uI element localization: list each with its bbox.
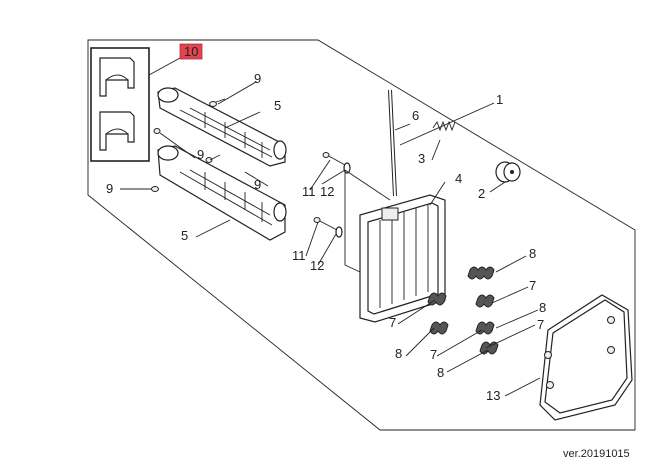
part-9-screw-d <box>120 186 159 192</box>
callout-8-b: 8 <box>539 300 546 315</box>
part-10-highlight <box>179 43 203 60</box>
callout-10: 10 <box>184 44 198 59</box>
callout-4: 4 <box>455 171 462 186</box>
callout-9-d: 9 <box>106 181 113 196</box>
part-3-spring <box>432 120 456 132</box>
callout-7-a: 7 <box>529 278 536 293</box>
callout-8-c: 8 <box>395 346 402 361</box>
callout-13: 13 <box>486 388 500 403</box>
part-8-spring-a <box>467 266 495 280</box>
callout-3: 3 <box>418 151 425 166</box>
callout-9-b: 9 <box>197 147 204 162</box>
callout-6: 6 <box>412 108 419 123</box>
part-11-bolt-upper <box>322 152 346 166</box>
part-5-arm-upper <box>157 87 287 167</box>
callout-11-b: 11 <box>292 248 306 263</box>
part-8-spring-d <box>479 341 499 355</box>
part-13-cover-plate <box>539 294 633 421</box>
part-8-spring-b <box>475 294 495 308</box>
part-10-clip-top <box>99 57 135 97</box>
part-9-screw-c <box>205 157 213 163</box>
callout-7-d: 7 <box>430 347 437 362</box>
callout-8-d: 8 <box>437 365 444 380</box>
assembly-frame-outline <box>87 39 636 431</box>
callout-7-c: 7 <box>537 317 544 332</box>
callout-5-b: 5 <box>181 228 188 243</box>
callout-8-a: 8 <box>529 246 536 261</box>
part-10-clip-bottom <box>99 111 135 151</box>
callout-1: 1 <box>496 92 503 107</box>
part-2-knob <box>495 161 521 183</box>
callout-5-a: 5 <box>274 98 281 113</box>
callout-2: 2 <box>478 186 485 201</box>
callout-9-c: 9 <box>254 177 261 192</box>
part-4-plate <box>359 194 446 323</box>
callout-labels: 10 1 6 3 4 2 9 5 9 9 9 5 11 12 11 12 8 7… <box>106 44 546 403</box>
leader-lines <box>159 81 541 397</box>
part-11-bolt-lower <box>313 217 338 231</box>
part-7-spring-b <box>429 321 449 335</box>
part-12-washer-lower <box>335 226 343 238</box>
callout-12-a: 12 <box>320 184 334 199</box>
part-9-screw-a <box>209 98 226 107</box>
callout-7-b: 7 <box>389 315 396 330</box>
leader-10 <box>148 57 181 76</box>
part-9-screw-b <box>153 128 161 134</box>
callout-12-b: 12 <box>310 258 324 273</box>
alignment-lines <box>344 169 391 273</box>
version-label: ver.20191015 <box>563 448 630 460</box>
callout-9-a: 9 <box>254 71 261 86</box>
callout-11-a: 11 <box>302 184 316 199</box>
part-5-arm-lower <box>157 145 287 241</box>
part-6-rod <box>388 89 397 197</box>
